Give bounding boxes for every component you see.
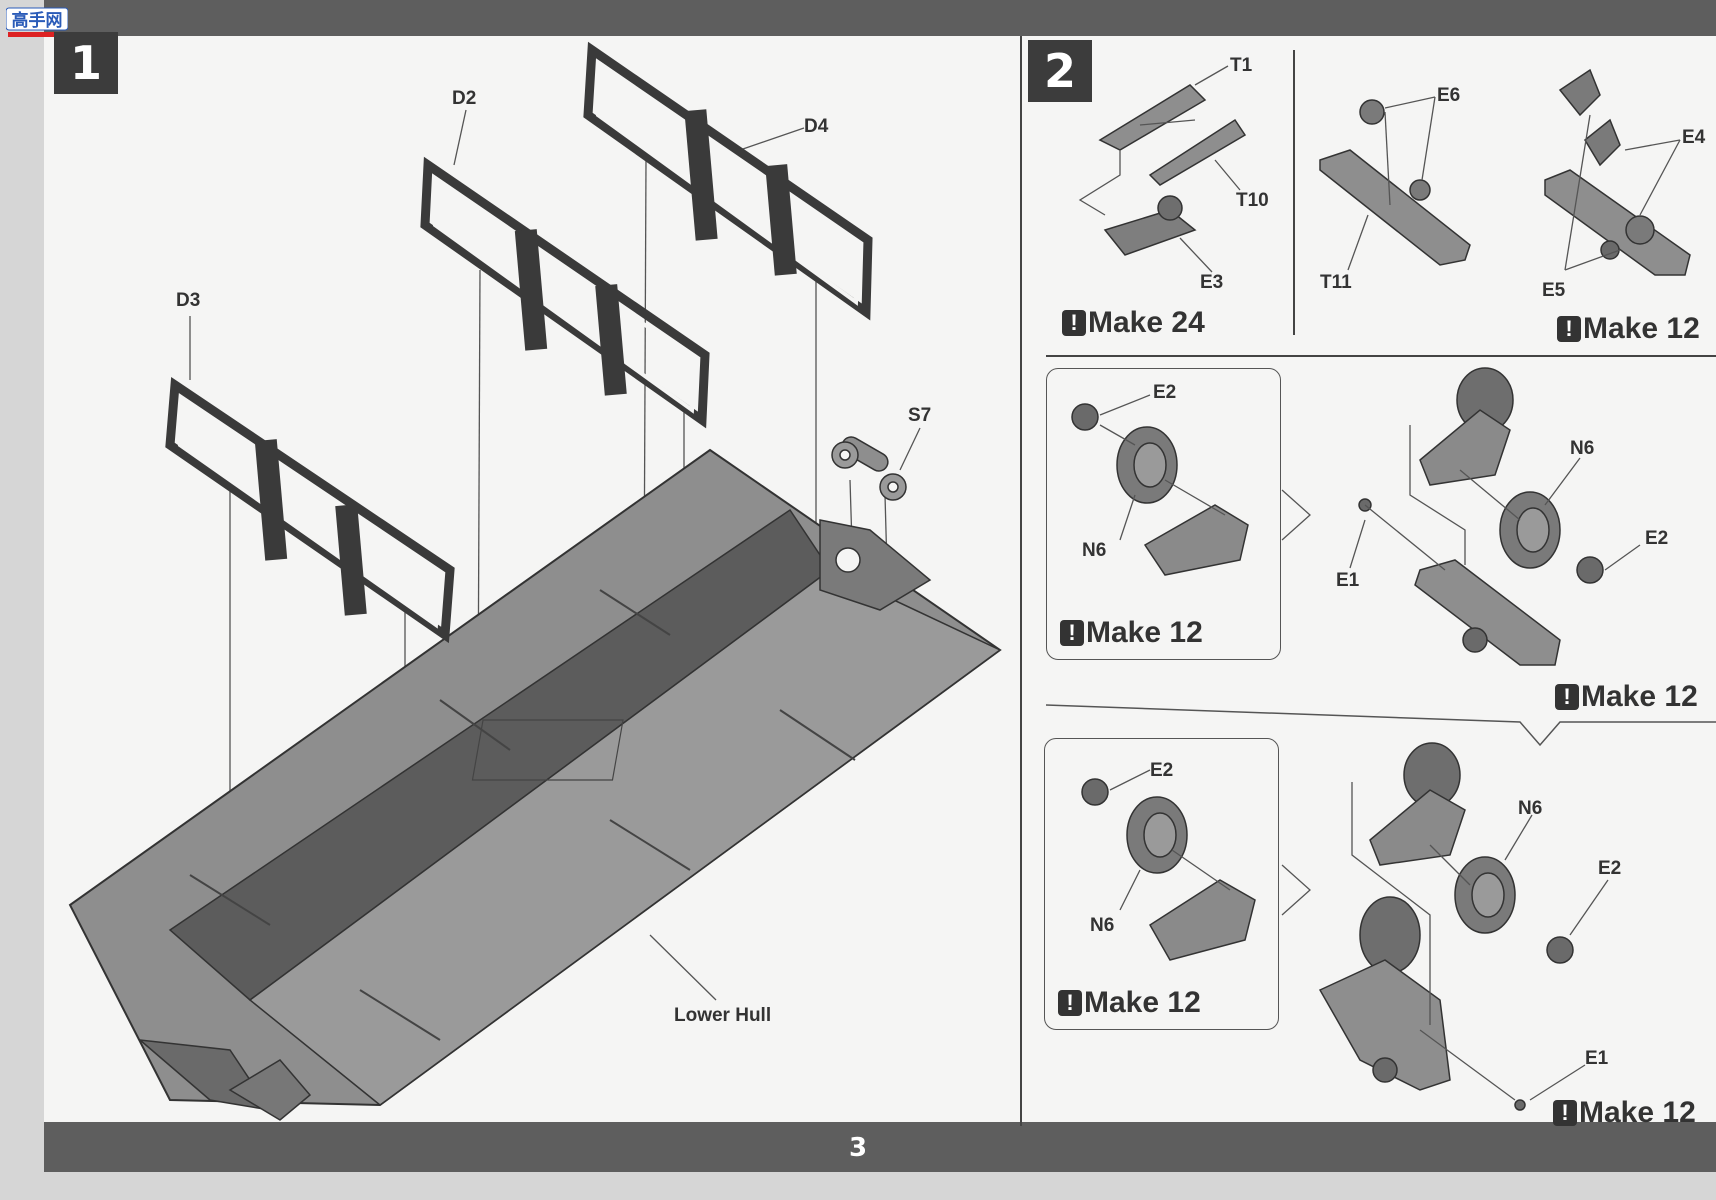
exclamation-warning-icon: !: [1062, 310, 1086, 336]
make-24-text: Make 24: [1088, 306, 1205, 339]
lower-hull-drawing: [68, 448, 1002, 1121]
s7-part: [831, 436, 907, 501]
watermark-logo-icon: 高手网: [6, 7, 68, 37]
make-12-label-c: !Make 12: [1557, 312, 1700, 346]
subpanel-wheel-2: [1044, 738, 1279, 1030]
label-e4: E4: [1682, 127, 1706, 148]
exclamation-warning-icon: !: [1555, 684, 1579, 710]
label-d3: D3: [176, 290, 201, 311]
make-12-label-asm1: !Make 12: [1555, 680, 1698, 714]
make-24-label: !Make 24: [1062, 306, 1205, 340]
label-n6-asm1: N6: [1570, 438, 1595, 459]
step-1-badge: 1: [54, 32, 118, 94]
bottom-band: [44, 1122, 1716, 1172]
step2-group-c-drawing: [1544, 68, 1691, 276]
watermark-logo: 高手网: [6, 6, 68, 38]
step2-group-b-drawing: [1319, 99, 1471, 266]
label-e6: E6: [1437, 85, 1461, 106]
label-e2-sub2: E2: [1150, 760, 1174, 781]
make-12-text-sub1: Make 12: [1086, 616, 1203, 649]
label-t11: T11: [1320, 272, 1352, 293]
exclamation-warning-icon: !: [1553, 1100, 1577, 1126]
watermark-text: 高手网: [12, 10, 63, 31]
label-e1-asm2: E1: [1585, 1048, 1609, 1069]
label-t1: T1: [1230, 55, 1253, 76]
step2-divider-col1: [1293, 50, 1295, 335]
label-lower-hull: Lower Hull: [674, 1005, 772, 1026]
label-n6-sub1: N6: [1082, 540, 1107, 561]
make-12-text-asm1: Make 12: [1581, 680, 1698, 713]
make-12-label-sub1: !Make 12: [1060, 616, 1203, 650]
subpanel-wheel-1: [1046, 368, 1281, 660]
exclamation-warning-icon: !: [1060, 620, 1084, 646]
make-12-text-c: Make 12: [1583, 312, 1700, 345]
label-e1-asm1: E1: [1336, 570, 1360, 591]
label-e3: E3: [1200, 272, 1224, 293]
make-12-text-asm2: Make 12: [1579, 1096, 1696, 1129]
step-2-badge: 2: [1028, 40, 1092, 102]
label-n6-asm2: N6: [1518, 798, 1543, 819]
make-12-label-sub2: !Make 12: [1058, 986, 1201, 1020]
label-n6-sub2: N6: [1090, 915, 1115, 936]
subpanel-2-drawing: [1081, 778, 1256, 961]
page-number: 3: [848, 1133, 868, 1163]
exclamation-warning-icon: !: [1557, 316, 1581, 342]
step2-group-a-drawing: [1098, 84, 1247, 256]
make-12-label-asm2: !Make 12: [1553, 1096, 1696, 1130]
label-e2-asm1: E2: [1645, 528, 1669, 549]
label-d2: D2: [452, 88, 477, 109]
step2-divider-row1: [1046, 355, 1716, 357]
label-s7: S7: [908, 405, 932, 426]
step-divider-vertical: [1020, 36, 1022, 1126]
label-e2-sub1: E2: [1153, 382, 1177, 403]
subpanel-1-drawing: [1071, 403, 1249, 576]
assembly-2-drawing: [1318, 742, 1574, 1111]
top-band: [44, 0, 1716, 36]
label-t10: T10: [1236, 190, 1269, 211]
assembly-1-drawing: [1358, 367, 1604, 666]
label-d4: D4: [804, 116, 829, 137]
label-e2-asm2: E2: [1598, 858, 1622, 879]
label-e5: E5: [1542, 280, 1566, 301]
exclamation-warning-icon: !: [1058, 990, 1082, 1016]
make-12-text-sub2: Make 12: [1084, 986, 1201, 1019]
